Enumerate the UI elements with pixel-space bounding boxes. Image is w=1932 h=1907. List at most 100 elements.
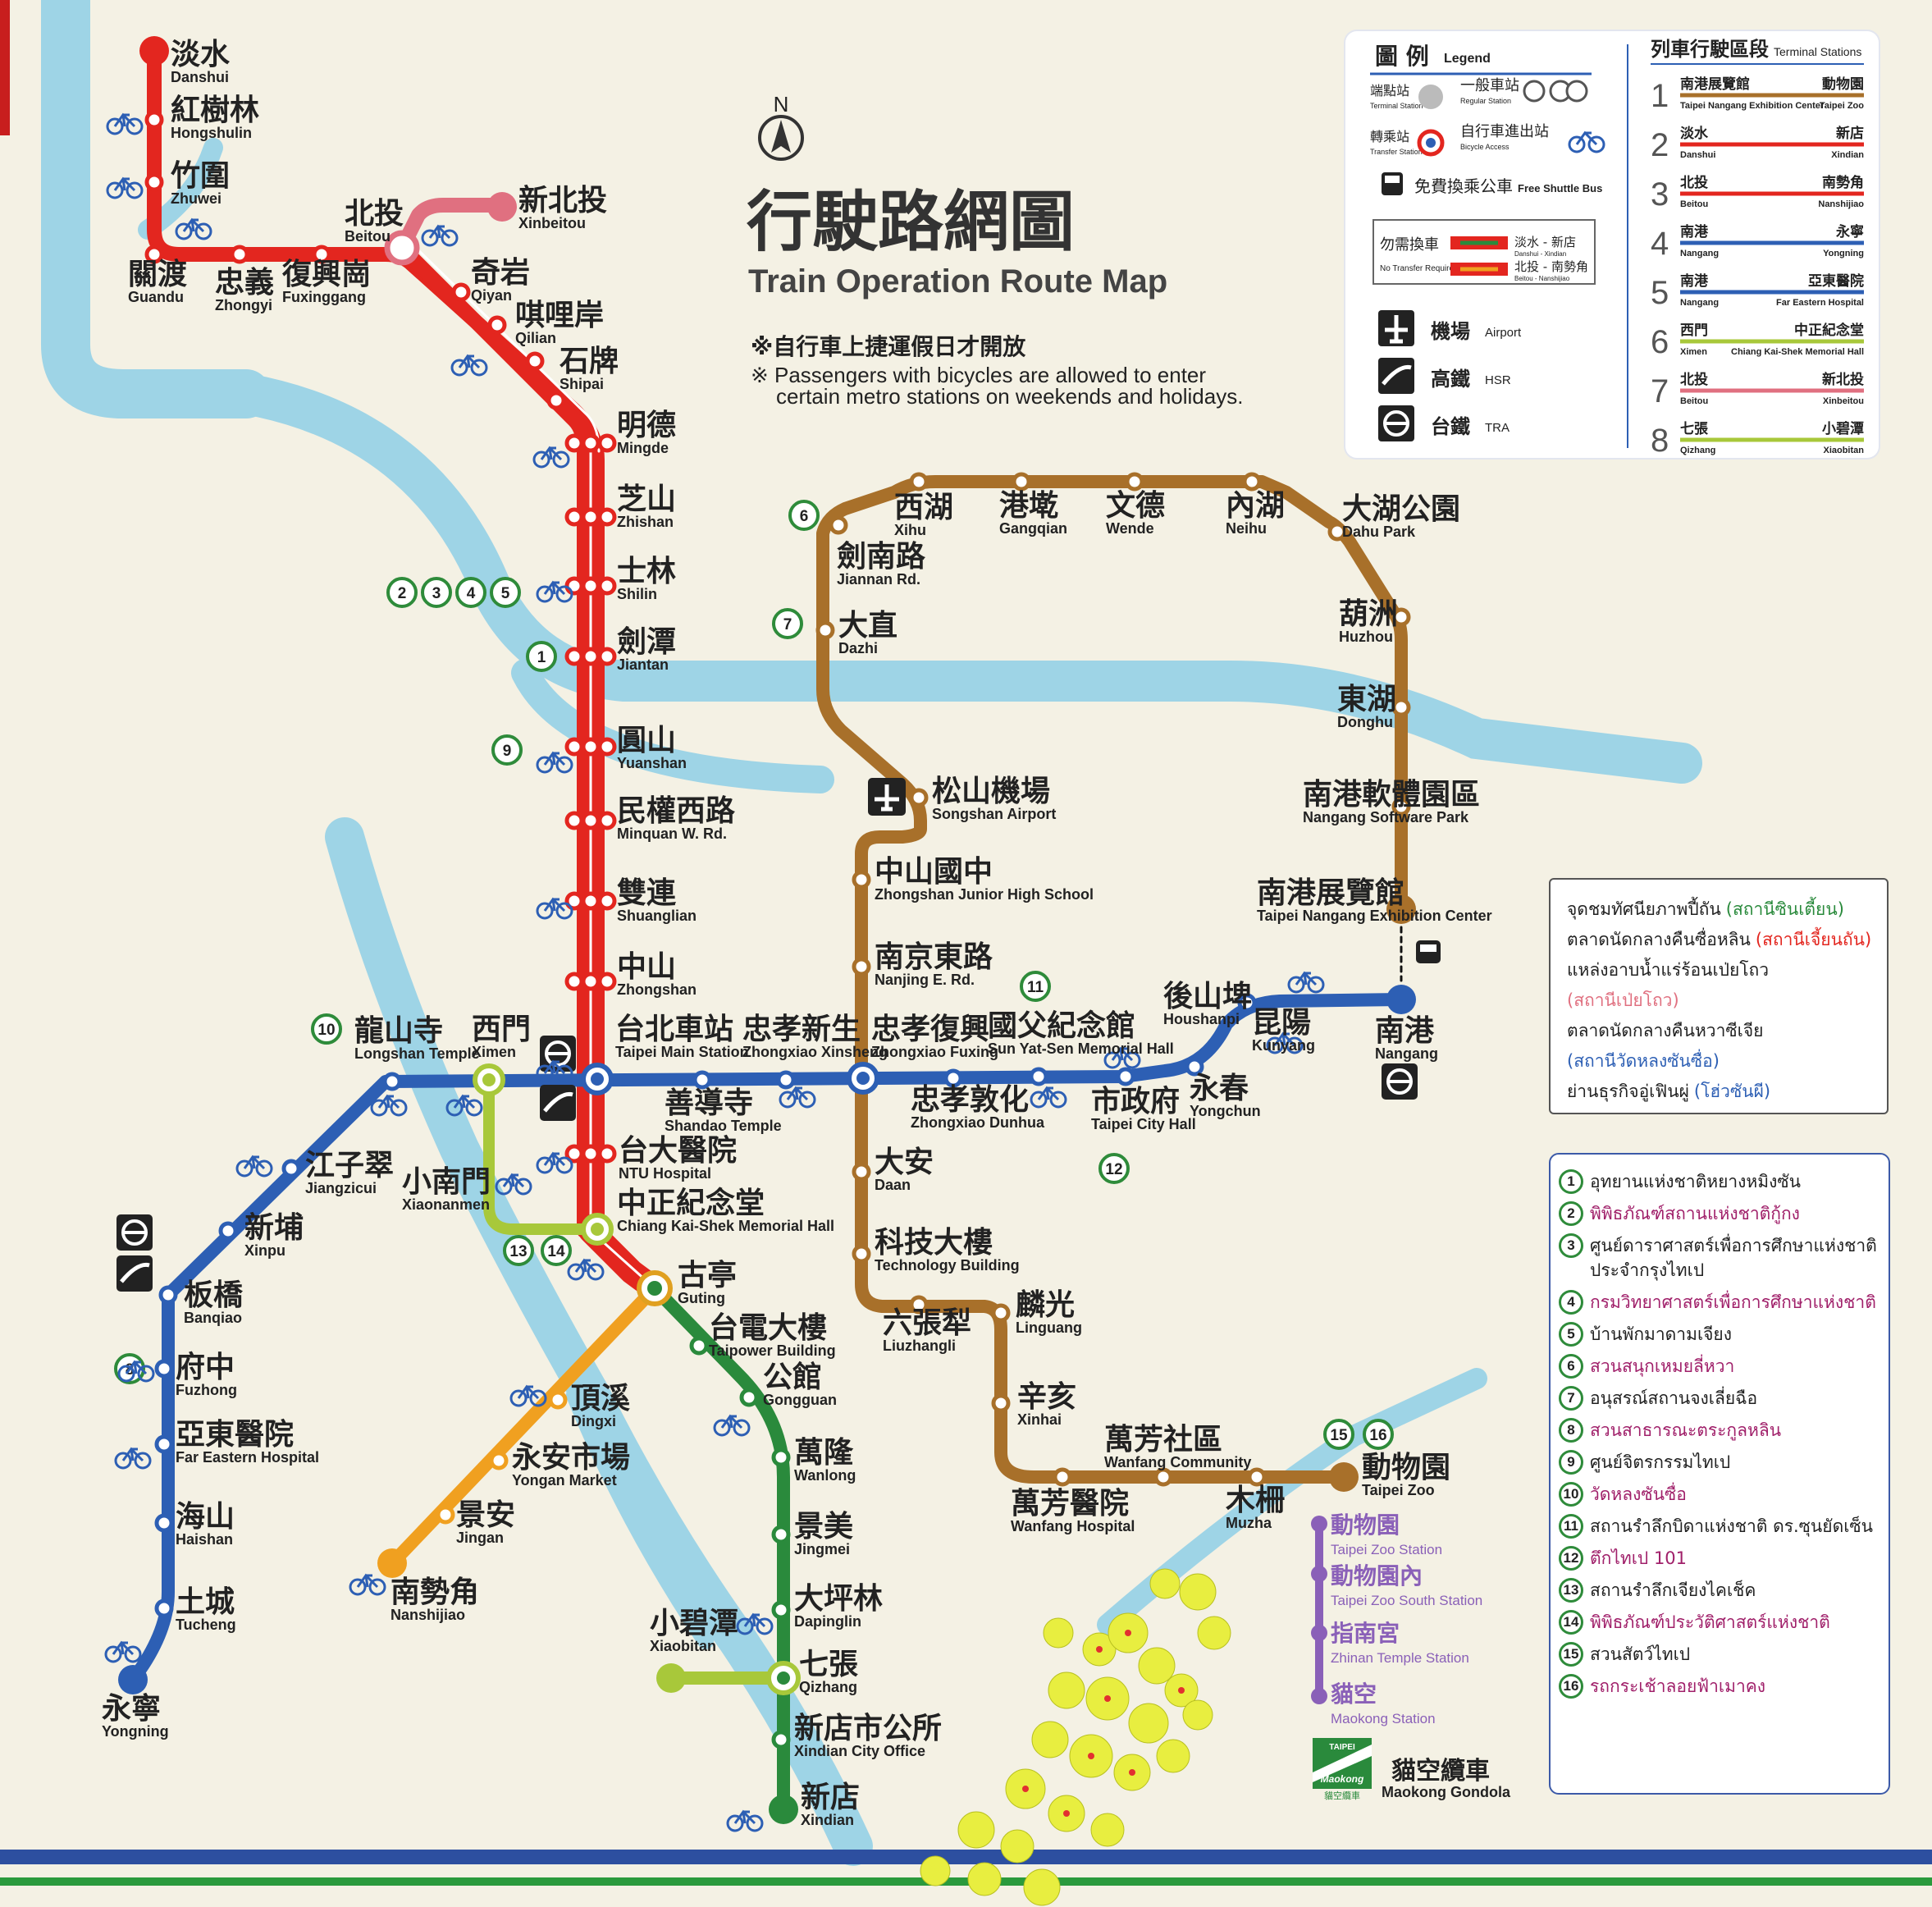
poi-marker-15[interactable]: 15 <box>1323 1419 1354 1450</box>
poi-marker-6[interactable]: 6 <box>788 500 820 531</box>
poi-marker-16[interactable]: 16 <box>1363 1419 1394 1450</box>
poi-marker-12[interactable]: 12 <box>1098 1153 1130 1184</box>
poi-marker-5[interactable]: 5 <box>490 577 521 608</box>
poi-marker-2[interactable]: 2 <box>386 577 418 608</box>
svg-text:小碧潭: 小碧潭 <box>650 1607 738 1640</box>
poi-marker-9[interactable]: 9 <box>491 734 523 766</box>
poi-marker-1[interactable]: 1 <box>526 641 557 672</box>
poi-marker-11[interactable]: 11 <box>1020 971 1051 1002</box>
poi-marker-4[interactable]: 4 <box>455 577 486 608</box>
poi-marker-14[interactable]: 14 <box>541 1235 572 1266</box>
poi-marker-10[interactable]: 10 <box>311 1013 342 1045</box>
poi-marker-3[interactable]: 3 <box>421 577 452 608</box>
poi-marker-7[interactable]: 7 <box>772 608 803 639</box>
poi-marker-13[interactable]: 13 <box>503 1235 534 1266</box>
